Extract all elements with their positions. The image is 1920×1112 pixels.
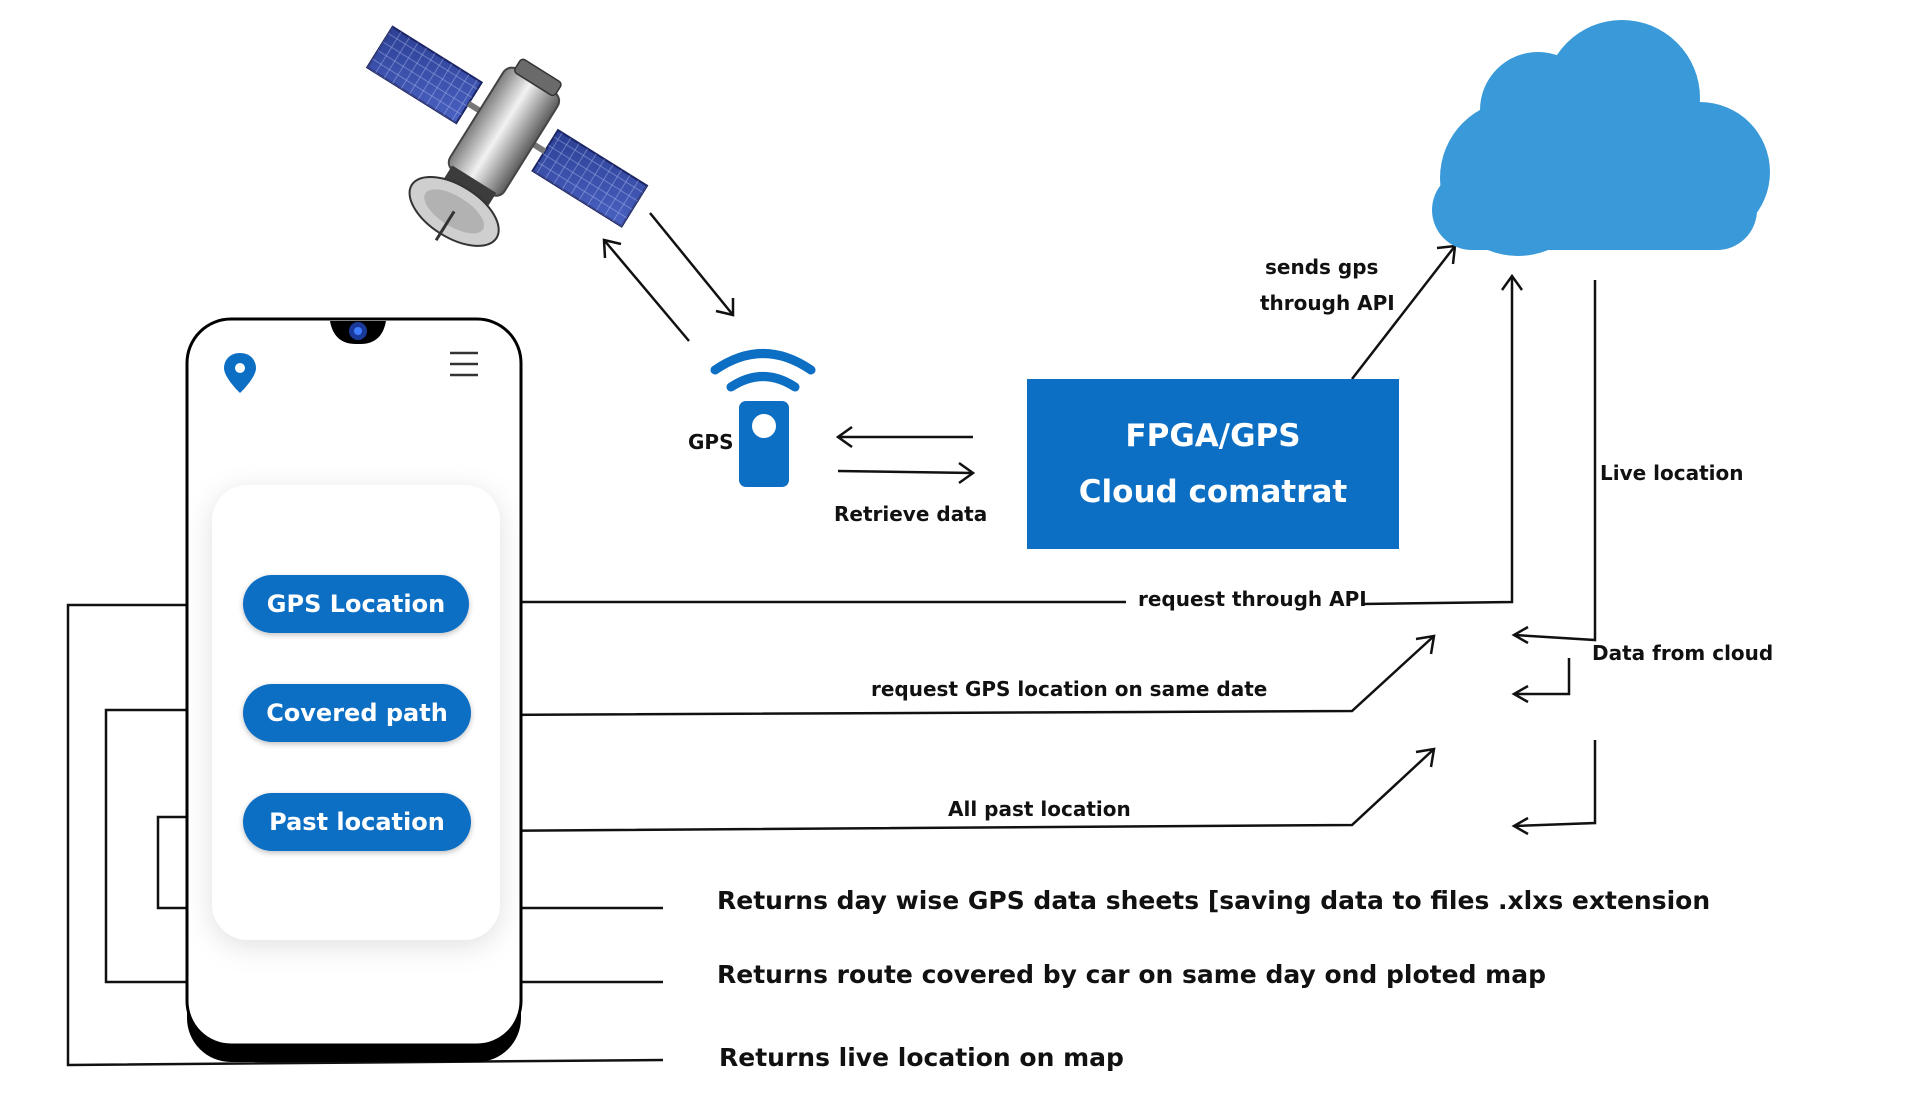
past-location-button[interactable]: Past location	[243, 793, 471, 851]
fpga-subtitle: Cloud comatrat	[1078, 474, 1348, 510]
satellite-gps-arrows	[602, 212, 735, 342]
output-route-covered: Returns route covered by car on same day…	[717, 960, 1546, 989]
location-pin-icon[interactable]	[224, 353, 256, 393]
cloud-icon	[1432, 20, 1770, 256]
sends-gps-label: sends gps	[1265, 255, 1379, 279]
covered-path-button[interactable]: Covered path	[243, 684, 471, 742]
through-api-label: through API	[1260, 291, 1395, 315]
cloud-connectors	[1361, 273, 1597, 836]
request-same-date-label: request GPS location on same date	[871, 677, 1268, 701]
output-day-wise-sheets: Returns day wise GPS data sheets [saving…	[717, 886, 1711, 915]
gps-label: GPS	[688, 430, 734, 454]
hamburger-menu-icon[interactable]	[450, 351, 478, 377]
output-live-location: Returns live location on map	[719, 1043, 1124, 1072]
all-past-location-label: All past location	[948, 797, 1131, 821]
fpga-title: FPGA/GPS	[1125, 418, 1301, 454]
fpga-cloud-box: FPGA/GPS Cloud comatrat	[1027, 379, 1399, 549]
live-location-label: Live location	[1600, 461, 1744, 485]
gps-location-button[interactable]: GPS Location	[243, 575, 469, 633]
satellite-icon	[365, 25, 649, 247]
retrieve-data-label: Retrieve data	[834, 502, 988, 526]
data-from-cloud-label: Data from cloud	[1592, 641, 1774, 665]
gps-fpga-arrows	[835, 425, 976, 485]
gps-tracker-icon	[710, 349, 816, 487]
request-through-api-label: request through API	[1138, 587, 1367, 611]
